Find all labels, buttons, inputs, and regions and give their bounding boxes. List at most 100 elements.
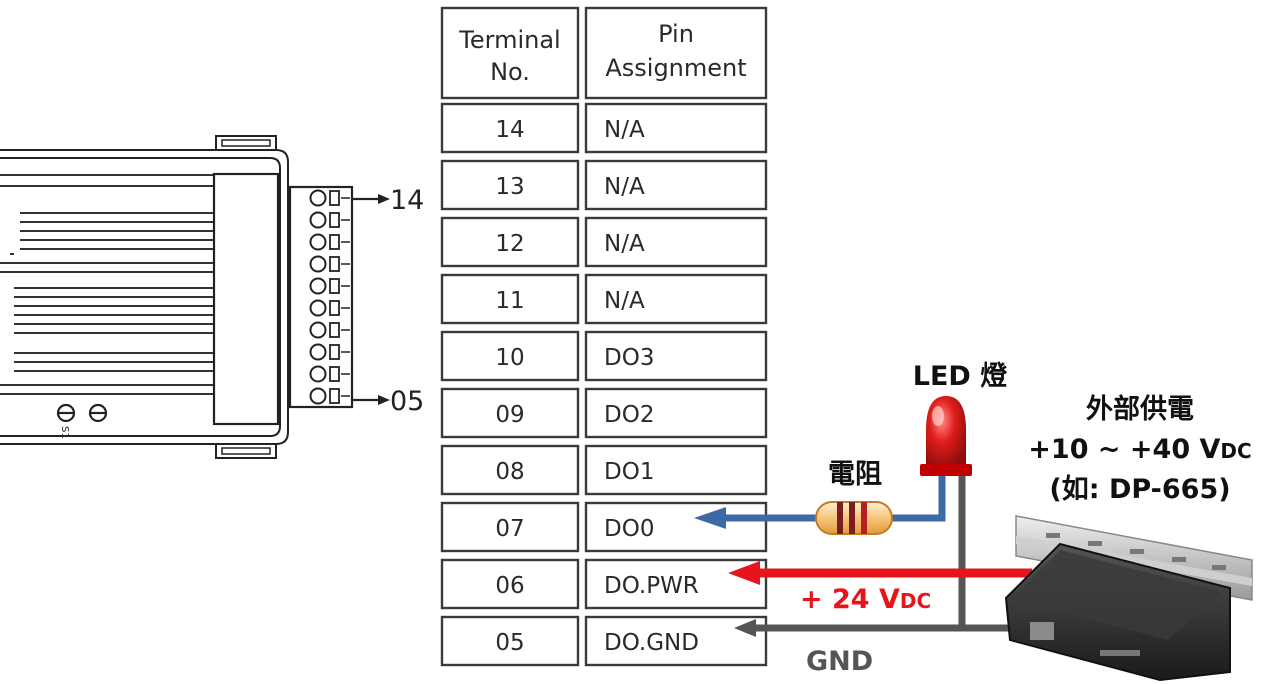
terminal-number: 06 bbox=[495, 573, 524, 599]
pin-assignment: N/A bbox=[604, 231, 645, 257]
table-row: 14 N/A bbox=[440, 102, 768, 154]
terminal-cell bbox=[440, 501, 580, 553]
do0-arrowhead bbox=[694, 507, 726, 529]
terminal-screw bbox=[329, 234, 340, 250]
pin-cell bbox=[584, 330, 768, 382]
pin-assignment: DO.PWR bbox=[604, 573, 699, 599]
terminal-cell bbox=[440, 273, 580, 325]
pin-cell bbox=[584, 102, 768, 154]
terminal-number: 07 bbox=[495, 516, 524, 542]
pin-assignment: DO1 bbox=[604, 459, 654, 485]
terminal-screw bbox=[329, 278, 340, 294]
pin-assignment: N/A bbox=[604, 288, 645, 314]
pin-cell bbox=[584, 501, 768, 553]
power-example: (如: DP-665) bbox=[1049, 474, 1230, 505]
terminal-cell bbox=[440, 216, 580, 268]
pin-cell bbox=[584, 159, 768, 211]
terminal-block bbox=[288, 185, 354, 409]
terminal-screw bbox=[329, 256, 340, 272]
terminal-number: 10 bbox=[495, 345, 524, 371]
terminal-hole bbox=[309, 277, 327, 295]
wires bbox=[694, 470, 1032, 637]
terminal-pointer-arrows bbox=[352, 194, 390, 405]
header-terminal-cell bbox=[440, 6, 580, 100]
pin-assignment: N/A bbox=[604, 117, 645, 143]
terminal-cell bbox=[440, 330, 580, 382]
gnd-label: GND bbox=[806, 646, 873, 677]
table-row: 13 N/A bbox=[440, 159, 768, 211]
gnd-arrowhead bbox=[734, 619, 756, 637]
resistor-icon bbox=[815, 501, 893, 535]
table-row: 07 DO0 bbox=[440, 501, 768, 553]
led-to-resistor-wire bbox=[890, 476, 946, 522]
terminal-hole bbox=[309, 189, 327, 207]
terminal-cell bbox=[440, 558, 580, 610]
pin-assignment: DO.GND bbox=[604, 630, 699, 656]
pin-assignment: DO2 bbox=[604, 402, 654, 428]
device-side-view: S1 14 05 bbox=[0, 135, 424, 459]
v24-label: + 24 VDC bbox=[800, 584, 931, 615]
terminal-hole bbox=[309, 211, 327, 229]
pwr-arrowhead bbox=[728, 561, 760, 585]
terminal-hole bbox=[309, 387, 327, 405]
header-terminal-line2: No. bbox=[490, 58, 530, 86]
table-header: Terminal No. Pin Assignment bbox=[440, 6, 768, 100]
terminal-cell bbox=[440, 387, 580, 439]
terminal-screw bbox=[329, 190, 340, 206]
terminal-screw bbox=[329, 212, 340, 228]
terminal-number: 12 bbox=[495, 231, 524, 257]
table-row: 11 N/A bbox=[440, 273, 768, 325]
pin-cell bbox=[584, 615, 768, 667]
terminal-screw bbox=[329, 366, 340, 382]
terminal-hole bbox=[309, 365, 327, 383]
terminal-cell bbox=[440, 444, 580, 496]
pin-assignment: DO0 bbox=[604, 516, 654, 542]
table-row: 08 DO1 bbox=[440, 444, 768, 496]
terminal-number: 08 bbox=[495, 459, 524, 485]
table-row: 06 DO.PWR bbox=[440, 558, 768, 610]
terminal-cell bbox=[440, 159, 580, 211]
gnd-wire-vertical bbox=[958, 470, 1010, 632]
table-row: 10 DO3 bbox=[440, 330, 768, 382]
side-mark: S1 bbox=[59, 426, 70, 439]
terminal-screw bbox=[329, 322, 340, 338]
table-row: 12 N/A bbox=[440, 216, 768, 268]
terminal-hole bbox=[309, 321, 327, 339]
led-icon bbox=[920, 396, 972, 480]
terminal-number: 14 bbox=[495, 117, 524, 143]
header-pin-cell bbox=[584, 6, 768, 100]
header-terminal-line1: Terminal bbox=[458, 26, 560, 54]
terminal-screw bbox=[329, 300, 340, 316]
pin-assignment: DO3 bbox=[604, 345, 654, 371]
terminal-hole bbox=[309, 255, 327, 273]
power-range: +10 ~ +40 VDC bbox=[1028, 434, 1251, 465]
led-label: LED 燈 bbox=[913, 361, 1007, 392]
header-pin-line2: Assignment bbox=[605, 54, 746, 82]
pin-cell bbox=[584, 273, 768, 325]
terminal-hole bbox=[309, 299, 327, 317]
power-title: 外部供電 bbox=[1086, 393, 1194, 425]
terminal-screw bbox=[329, 388, 340, 404]
s1-screw-icons: S1 bbox=[56, 403, 108, 439]
terminal-label-bottom: 05 bbox=[390, 386, 424, 417]
resistor-label: 電阻 bbox=[828, 459, 882, 490]
terminal-cell bbox=[440, 102, 580, 154]
terminal-hole bbox=[309, 233, 327, 251]
pin-cell bbox=[584, 558, 768, 610]
terminal-hole bbox=[309, 343, 327, 361]
header-pin-line1: Pin bbox=[658, 20, 694, 48]
pin-cell bbox=[584, 387, 768, 439]
power-supply-icon bbox=[1004, 515, 1253, 682]
pin-cell bbox=[584, 216, 768, 268]
terminal-number: 13 bbox=[495, 174, 524, 200]
terminal-number: 11 bbox=[495, 288, 524, 314]
terminal-cell bbox=[440, 615, 580, 667]
pin-assignment: N/A bbox=[604, 174, 645, 200]
terminal-screw bbox=[329, 344, 340, 360]
terminal-label-top: 14 bbox=[390, 185, 424, 216]
